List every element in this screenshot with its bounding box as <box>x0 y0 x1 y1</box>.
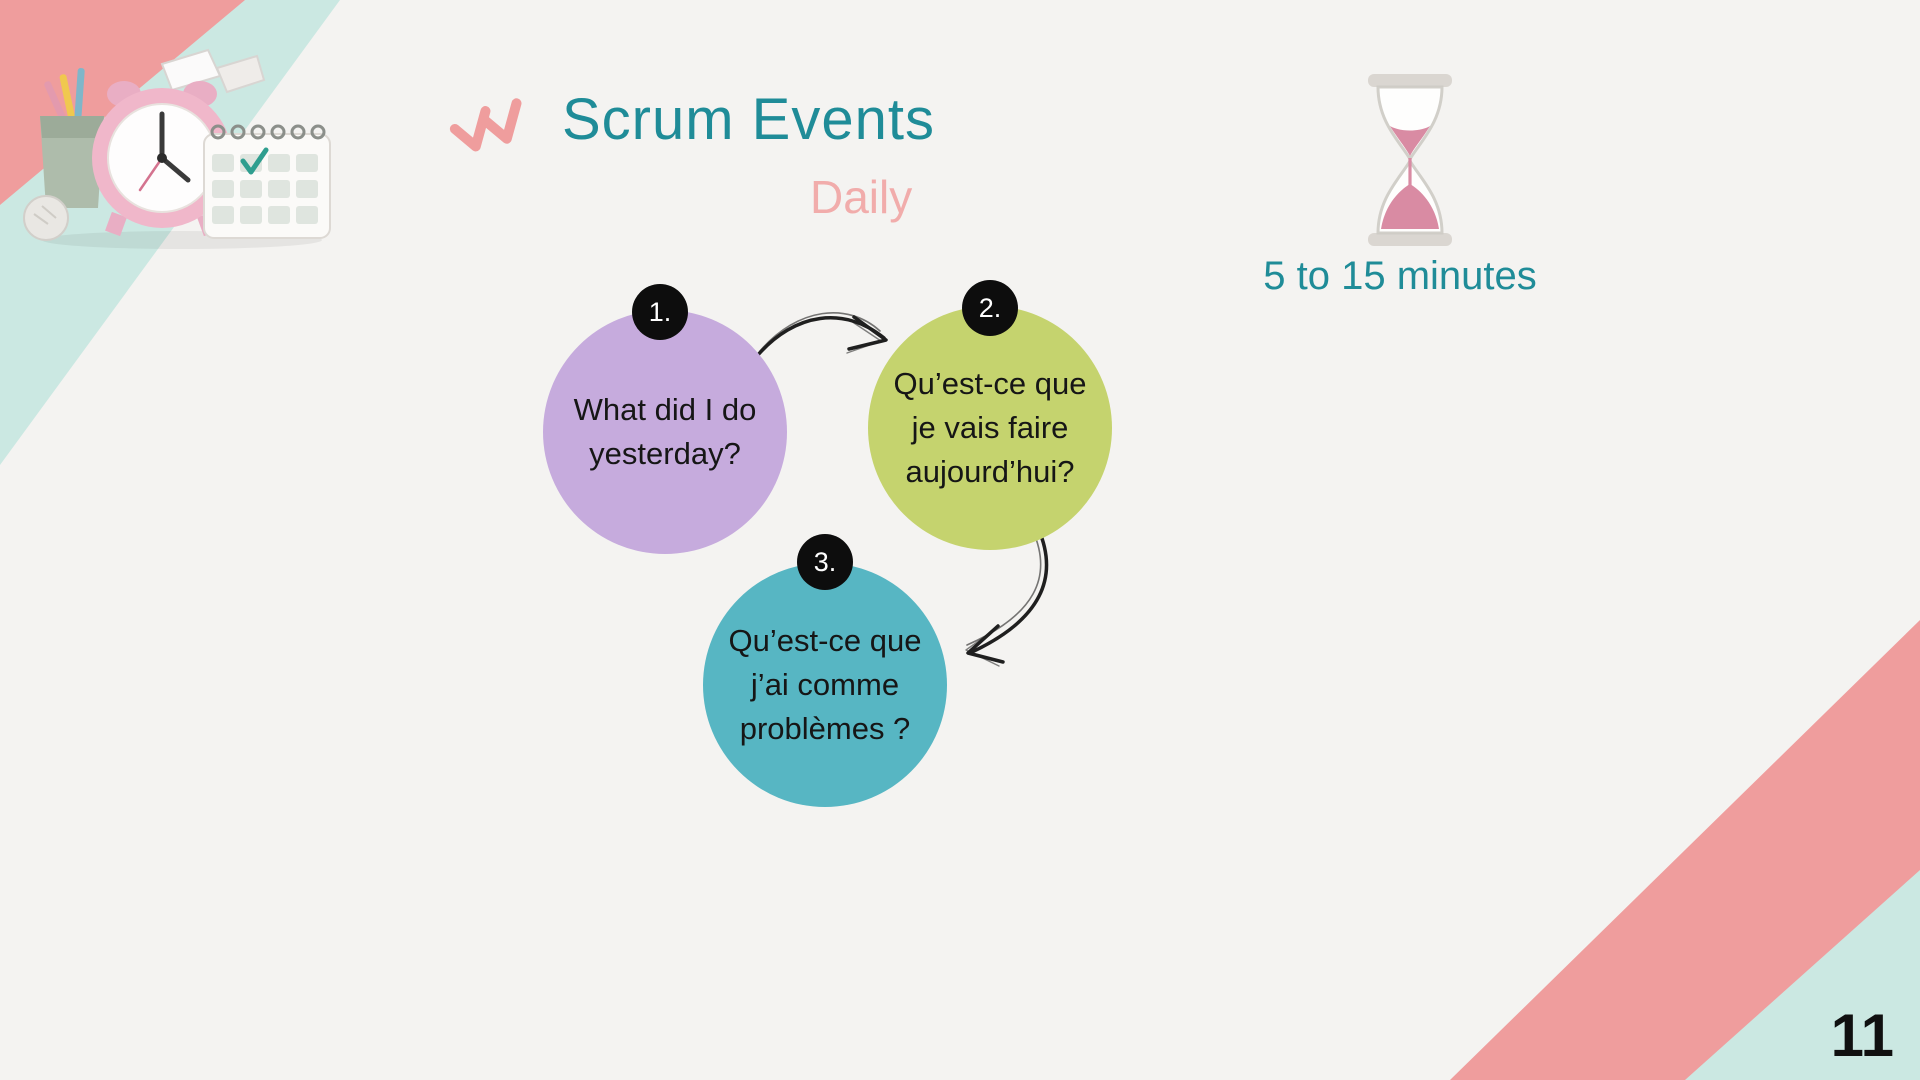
double-checkmark-icon <box>449 98 522 152</box>
desk-illustration <box>23 48 331 249</box>
page-title: Scrum Events <box>562 87 935 152</box>
step-number-badge-1: 1. <box>632 284 688 340</box>
step-circle-2: Qu’est-ce que je vais faire aujourd’hui? <box>868 306 1112 550</box>
calendar-check-icon <box>240 147 269 175</box>
alarm-clock-icon <box>92 81 232 237</box>
calendar-icon <box>203 124 331 239</box>
page-subtitle: Daily <box>810 171 913 223</box>
flying-papers-icon <box>160 48 266 94</box>
step-number-badge-2: 2. <box>962 280 1018 336</box>
step-number-badge-3: 3. <box>797 534 853 590</box>
page-number: 11 <box>1830 1002 1894 1069</box>
step-2-text: Qu’est-ce que je vais faire aujourd’hui? <box>893 365 1087 489</box>
crumpled-paper-icon <box>23 195 69 241</box>
step-3-text: Qu’est-ce que j’ai comme problèmes ? <box>728 622 922 746</box>
arrow-step1-to-step2 <box>755 312 888 358</box>
step-1-text: What did I do yesterday? <box>573 391 757 471</box>
step-circle-1: What did I do yesterday? <box>543 310 787 554</box>
pencil-cup-icon <box>40 68 104 208</box>
header: Scrum Events <box>448 88 935 160</box>
hourglass-icon <box>1368 74 1452 246</box>
duration-label: 5 to 15 minutes <box>1263 254 1537 298</box>
step-circle-3: Qu’est-ce que j’ai comme problèmes ? <box>703 563 947 807</box>
